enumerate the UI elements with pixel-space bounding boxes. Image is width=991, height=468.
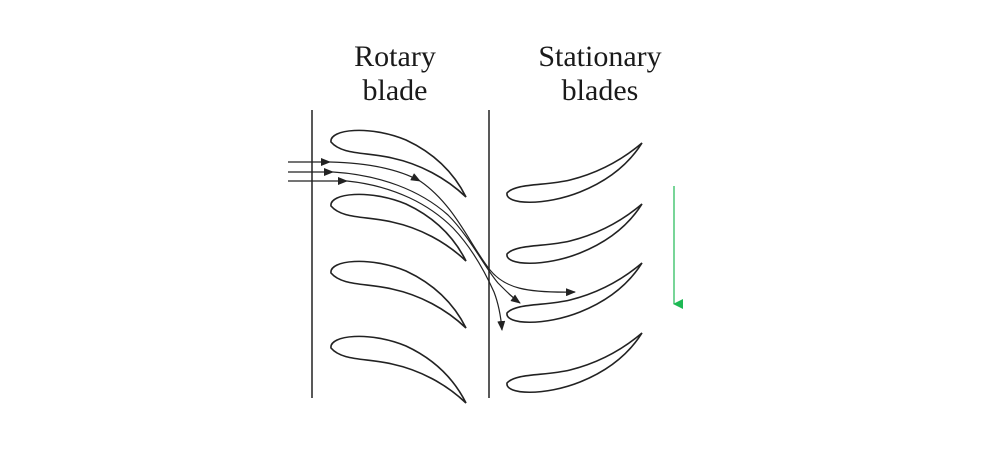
rotary-blades-group [330,129,467,404]
rotary-label-line-1: Rotary [354,40,436,73]
flow-line-top-curve [329,161,421,182]
rotary-blade-1 [330,129,467,198]
flow-lines-group [288,158,576,331]
rotary-blade-label: Rotary blade [330,40,460,108]
rotary-blade-4 [330,335,467,404]
stationary-blades-group [506,142,643,394]
rotary-blade-2 [330,193,467,262]
flow-line-bottom-curve [346,180,506,331]
stationary-blades-label: Stationary blades [510,40,690,108]
flow-line-middle-curve [332,171,521,304]
rotary-blade-3 [330,260,467,329]
stationary-label-line-1: Stationary [538,40,662,73]
stationary-blade-4 [506,332,643,394]
flow-line-top-exit [419,180,576,297]
stationary-label-line-2: blades [561,74,639,107]
stationary-blade-2 [506,203,643,265]
stationary-blade-1 [506,142,643,204]
stationary-blade-3 [506,262,643,324]
rotary-label-line-2: blade [362,74,428,107]
